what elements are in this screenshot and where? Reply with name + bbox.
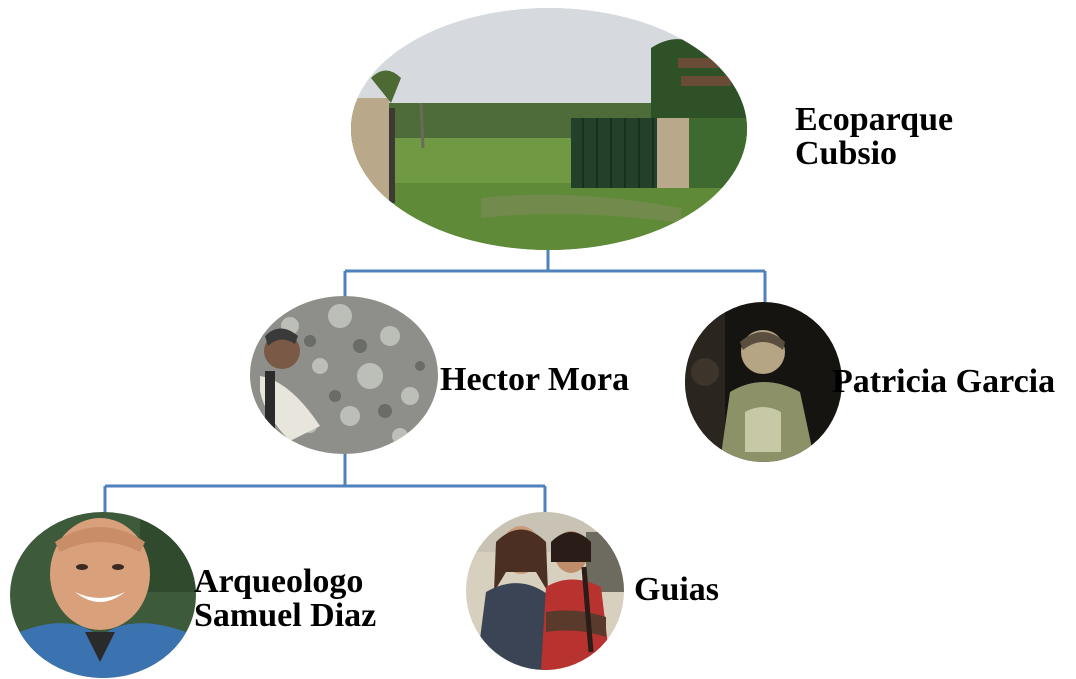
samuel-label-line1: Arqueologo [194, 563, 364, 600]
hector-label: Hector Mora [440, 361, 630, 398]
rock-petroglyph-photo-icon [250, 296, 438, 454]
guias-label: Guias [634, 571, 720, 608]
patricia-photo [685, 302, 842, 462]
samuel-photo [10, 512, 196, 678]
root-label: Ecoparque Cubsio [795, 103, 953, 171]
two-guides-photo-icon [466, 512, 624, 670]
guias-photo [466, 512, 624, 670]
root-label-line1: Ecoparque [795, 101, 954, 138]
hector-photo [250, 296, 438, 454]
samuel-label-line2: Samuel Diaz [194, 597, 377, 634]
person-night-photo-icon [685, 302, 842, 462]
root-label-line2: Cubsio [795, 135, 898, 172]
patricia-label: Patricia Garcia [832, 363, 1056, 400]
smiling-man-photo-icon [10, 512, 196, 678]
samuel-label: Arqueologo Samuel Diaz [194, 565, 376, 633]
park-entrance-photo-icon [351, 8, 747, 250]
root-photo [351, 8, 747, 250]
